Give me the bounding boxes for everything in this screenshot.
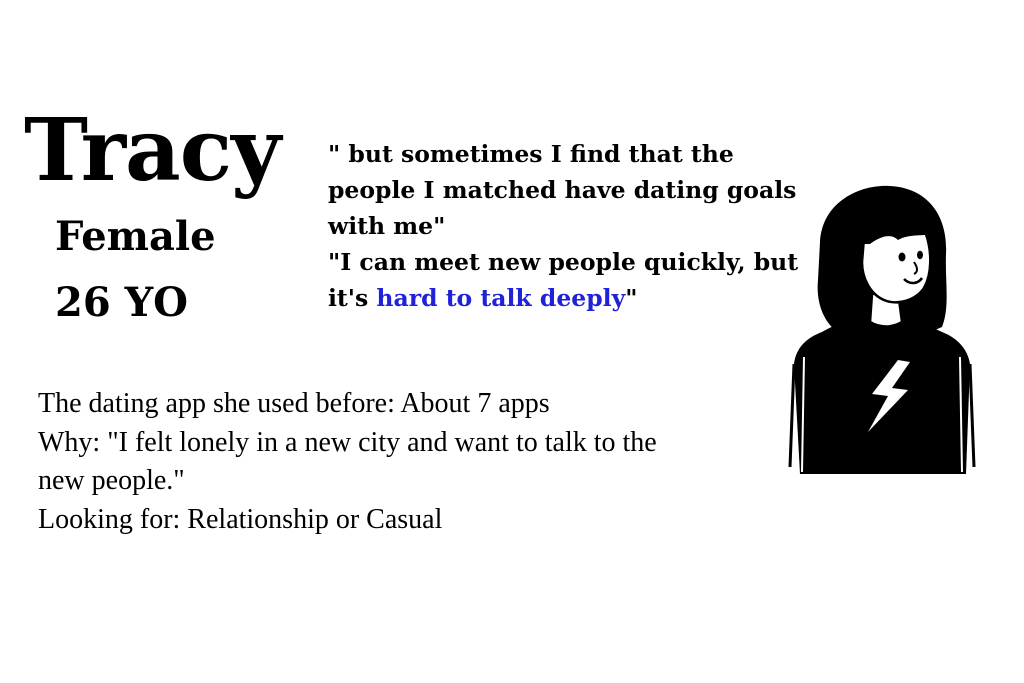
quote-meet-people-prefix: "I can meet new people quickly, but it's [328, 248, 799, 312]
persona-name: Tracy [24, 100, 281, 201]
lightning-bolt-icon [868, 360, 910, 432]
shirt-icon [794, 319, 970, 474]
quote-meet-people: "I can meet new people quickly, but it's… [328, 244, 818, 316]
quote-highlight: hard to talk deeply [376, 284, 626, 312]
girl-portrait-icon [788, 185, 976, 474]
detail-looking-for: Looking for: Relationship or Casual [38, 503, 443, 535]
detail-why: Why: "I felt lonely in a new city and wa… [38, 426, 657, 497]
detail-apps-used: The dating app she used before: About 7 … [38, 388, 550, 419]
quote-block: " but sometimes I find that the people I… [328, 136, 818, 316]
persona-age: 26 YO [55, 279, 188, 326]
quote-meet-people-suffix: " [625, 284, 638, 312]
persona-gender: Female [55, 213, 216, 260]
quote-goals: " but sometimes I find that the people I… [328, 140, 797, 240]
persona-details: The dating app she used before: About 7 … [38, 385, 698, 539]
